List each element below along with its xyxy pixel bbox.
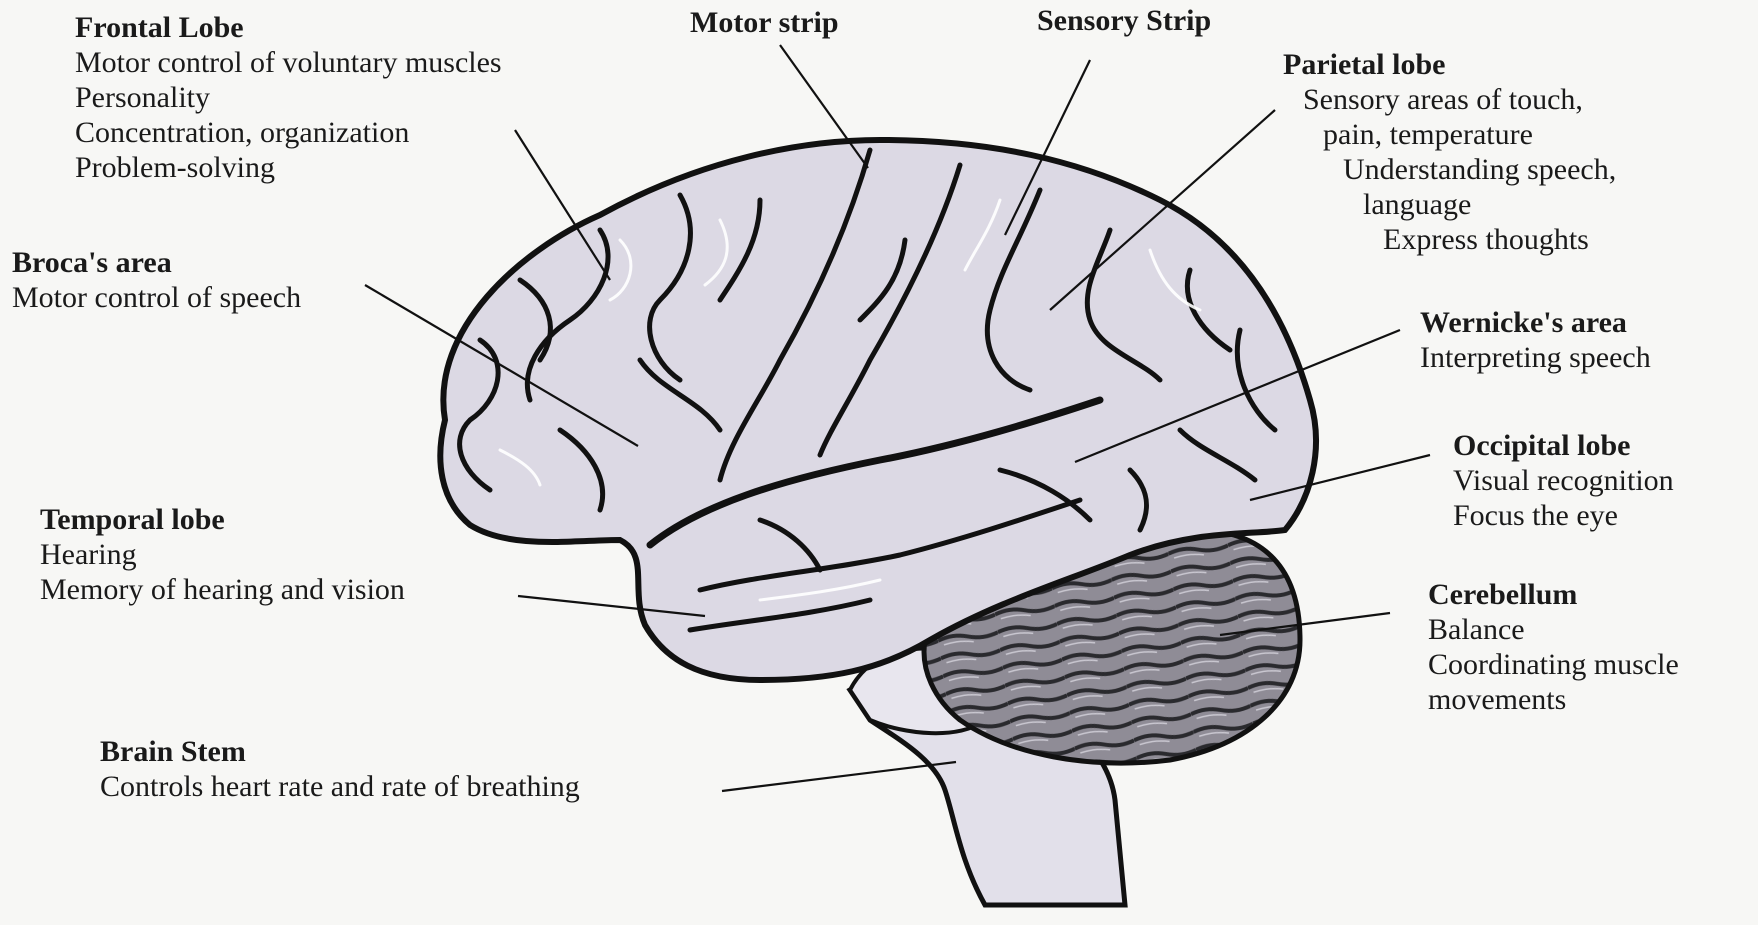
occipital-lobe-title: Occipital lobe <box>1453 428 1674 463</box>
frontal-lobe-line-1: Motor control of voluntary muscles <box>75 45 502 80</box>
cerebellum-label: Cerebellum Balance Coordinating muscle m… <box>1428 577 1679 717</box>
cerebellum-line-2: Coordinating muscle <box>1428 647 1679 682</box>
sensory-strip-title: Sensory Strip <box>1037 3 1211 38</box>
parietal-lobe-line-2: pain, temperature <box>1283 117 1616 152</box>
frontal-lobe-line-3: Concentration, organization <box>75 115 502 150</box>
brain-stem-line-1: Controls heart rate and rate of breathin… <box>100 769 580 804</box>
frontal-lobe-line-2: Personality <box>75 80 502 115</box>
occipital-lobe-line-2: Focus the eye <box>1453 498 1674 533</box>
wernickes-area-title: Wernicke's area <box>1420 305 1651 340</box>
parietal-lobe-line-4: language <box>1283 187 1616 222</box>
temporal-lobe-title: Temporal lobe <box>40 502 405 537</box>
brain-stem-label: Brain Stem Controls heart rate and rate … <box>100 734 580 804</box>
temporal-lobe-label: Temporal lobe Hearing Memory of hearing … <box>40 502 405 607</box>
brocas-area-label: Broca's area Motor control of speech <box>12 245 301 315</box>
motor-strip-title: Motor strip <box>690 5 839 40</box>
wernickes-area-line-1: Interpreting speech <box>1420 340 1651 375</box>
occipital-lobe-line-1: Visual recognition <box>1453 463 1674 498</box>
parietal-lobe-label: Parietal lobe Sensory areas of touch, pa… <box>1283 47 1616 257</box>
parietal-lobe-title: Parietal lobe <box>1283 47 1616 82</box>
brocas-area-line-1: Motor control of speech <box>12 280 301 315</box>
cerebellum-line-1: Balance <box>1428 612 1679 647</box>
frontal-lobe-title: Frontal Lobe <box>75 10 502 45</box>
parietal-lobe-line-3: Understanding speech, <box>1283 152 1616 187</box>
parietal-lobe-line-1: Sensory areas of touch, <box>1283 82 1616 117</box>
cerebellum-title: Cerebellum <box>1428 577 1679 612</box>
frontal-lobe-line-4: Problem-solving <box>75 150 502 185</box>
leader-brainstem <box>722 762 956 791</box>
cerebellum-line-3: movements <box>1428 682 1679 717</box>
frontal-lobe-label: Frontal Lobe Motor control of voluntary … <box>75 10 502 185</box>
temporal-lobe-line-1: Hearing <box>40 537 405 572</box>
brocas-area-title: Broca's area <box>12 245 301 280</box>
brain-stem-title: Brain Stem <box>100 734 580 769</box>
parietal-lobe-line-5: Express thoughts <box>1283 222 1616 257</box>
wernickes-area-label: Wernicke's area Interpreting speech <box>1420 305 1651 375</box>
temporal-lobe-line-2: Memory of hearing and vision <box>40 572 405 607</box>
sensory-strip-label: Sensory Strip <box>1037 3 1211 38</box>
motor-strip-label: Motor strip <box>690 5 839 40</box>
occipital-lobe-label: Occipital lobe Visual recognition Focus … <box>1453 428 1674 533</box>
